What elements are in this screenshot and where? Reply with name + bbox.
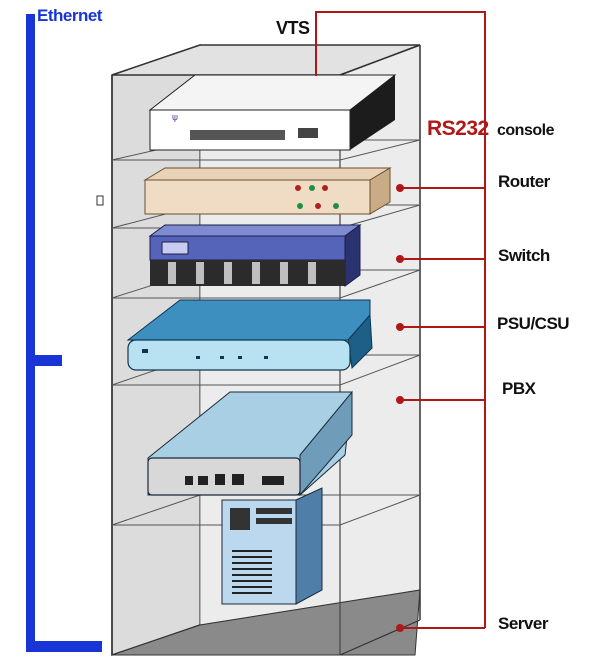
console-label: console xyxy=(497,122,554,139)
ethernet-bus xyxy=(26,14,102,652)
router-device xyxy=(143,167,392,215)
pbx-device xyxy=(147,390,353,497)
psu-csu-device xyxy=(126,299,373,371)
stray-marker xyxy=(96,195,104,206)
server-label: Server xyxy=(498,614,548,633)
server-device xyxy=(221,487,323,605)
vts-device: ψ xyxy=(148,74,397,151)
router-label: Router xyxy=(498,172,550,191)
vts-label: VTS xyxy=(276,18,310,38)
ethernet-label: Ethernet xyxy=(37,6,102,25)
svg-text:ψ: ψ xyxy=(172,113,178,123)
rs232-console-wiring xyxy=(315,11,486,629)
switch-device xyxy=(148,224,362,287)
switch-label: Switch xyxy=(498,246,550,265)
pbx-label: PBX xyxy=(502,379,536,398)
psu-csu-label: PSU/CSU xyxy=(497,314,570,333)
rs232-label: RS232 xyxy=(427,117,489,140)
console-connection-points xyxy=(396,184,404,632)
